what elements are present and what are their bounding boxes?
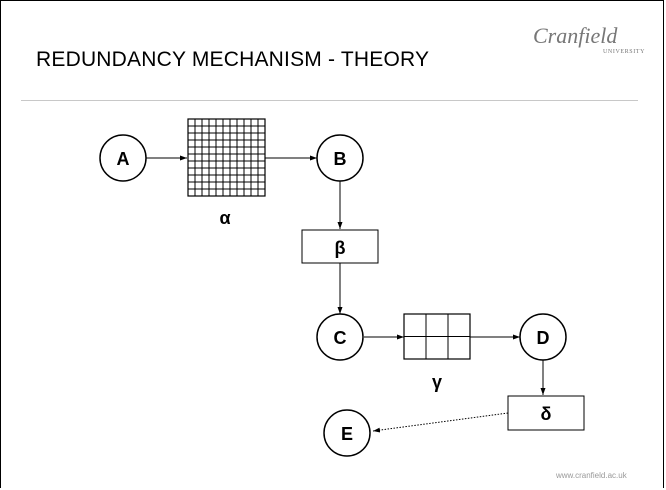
node-b-label: B bbox=[334, 149, 347, 169]
node-a-label: A bbox=[117, 149, 130, 169]
logo-subtitle: UNIVERSITY bbox=[603, 49, 645, 55]
matrix-alpha-label: α bbox=[219, 208, 230, 228]
node-c: C bbox=[316, 313, 364, 361]
cranfield-logo: Cranfield UNIVERSITY bbox=[533, 23, 645, 63]
matrix-gamma-label: γ bbox=[432, 372, 442, 392]
beta-box: β bbox=[301, 229, 379, 264]
logo-wordmark: Cranfield bbox=[533, 23, 618, 48]
dotted-arrow-delta-to-e bbox=[372, 412, 509, 433]
matrix-gamma-grid bbox=[403, 313, 471, 360]
delta-box: δ bbox=[507, 395, 585, 431]
node-d-label: D bbox=[537, 328, 550, 348]
delta-box-label: δ bbox=[541, 404, 552, 424]
node-c-label: C bbox=[334, 328, 347, 348]
matrix-alpha-grid bbox=[187, 118, 266, 197]
node-e-label: E bbox=[341, 424, 353, 444]
slide-title: REDUNDANCY MECHANISM - THEORY bbox=[36, 48, 430, 71]
node-b: B bbox=[316, 134, 364, 182]
node-e: E bbox=[323, 409, 371, 457]
beta-box-label: β bbox=[335, 238, 346, 258]
matrix-alpha-border bbox=[187, 118, 266, 197]
node-d: D bbox=[519, 313, 567, 361]
node-a: A bbox=[99, 134, 147, 182]
footer-url: www.cranfield.ac.uk bbox=[556, 471, 627, 480]
title-divider bbox=[21, 100, 638, 101]
